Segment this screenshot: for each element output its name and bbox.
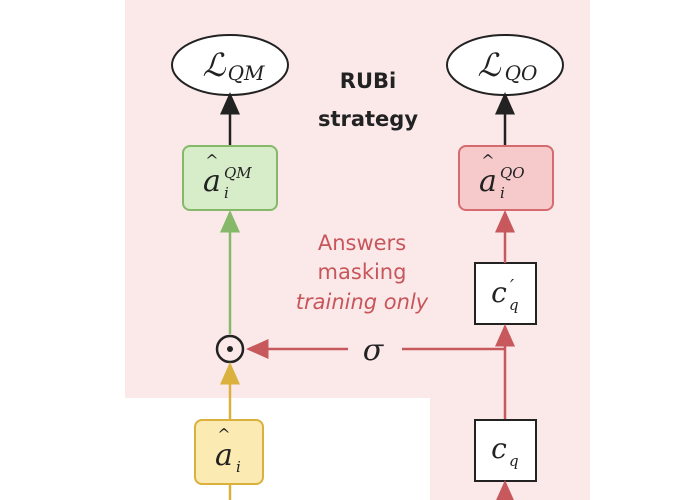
loss-qm-subscript: QM: [228, 61, 265, 85]
rubi-panel: [125, 0, 590, 500]
loss-qm-node: ℒ QM: [171, 34, 289, 96]
masking-text-line3: training only: [296, 290, 429, 314]
a-i-node: a ^ i: [194, 419, 264, 485]
title-line1: RUBi: [340, 69, 396, 93]
c-q-prime-base: c: [491, 276, 507, 309]
a-qm-node: a ^ i QM: [182, 145, 278, 211]
a-i-subscript: i: [236, 458, 241, 476]
masking-text-line2: masking: [318, 260, 407, 284]
c-q-base: c: [491, 432, 507, 465]
loss-qo-subscript: QO: [505, 61, 538, 85]
a-qo-base: a: [479, 164, 497, 199]
c-q-prime-subscript: q: [509, 296, 519, 314]
a-i-hat: ^: [217, 425, 230, 444]
c-q-node: c q: [474, 419, 537, 482]
masking-text-line1: Answers: [318, 231, 406, 255]
a-qo-superscript: QO: [500, 164, 525, 182]
loss-qm-symbol: ℒ: [202, 46, 226, 84]
a-qo-node: a ^ i QO: [458, 145, 554, 211]
a-qo-subscript: i: [500, 184, 505, 202]
loss-qo-node: ℒ QO: [446, 34, 564, 96]
a-qm-superscript: QM: [224, 164, 252, 182]
sigma-symbol: σ: [363, 333, 385, 368]
loss-qo-symbol: ℒ: [477, 46, 501, 84]
a-i-base: a: [215, 438, 233, 473]
a-qo-hat: ^: [481, 151, 494, 170]
title-line2: strategy: [318, 107, 418, 131]
c-q-subscript: q: [509, 452, 519, 470]
a-qm-base: a: [203, 164, 221, 199]
a-qm-subscript: i: [224, 184, 229, 202]
a-qm-hat: ^: [205, 151, 218, 170]
c-q-prime-mark: ′: [510, 276, 514, 297]
c-q-prime-node: c ′ q: [474, 262, 537, 325]
